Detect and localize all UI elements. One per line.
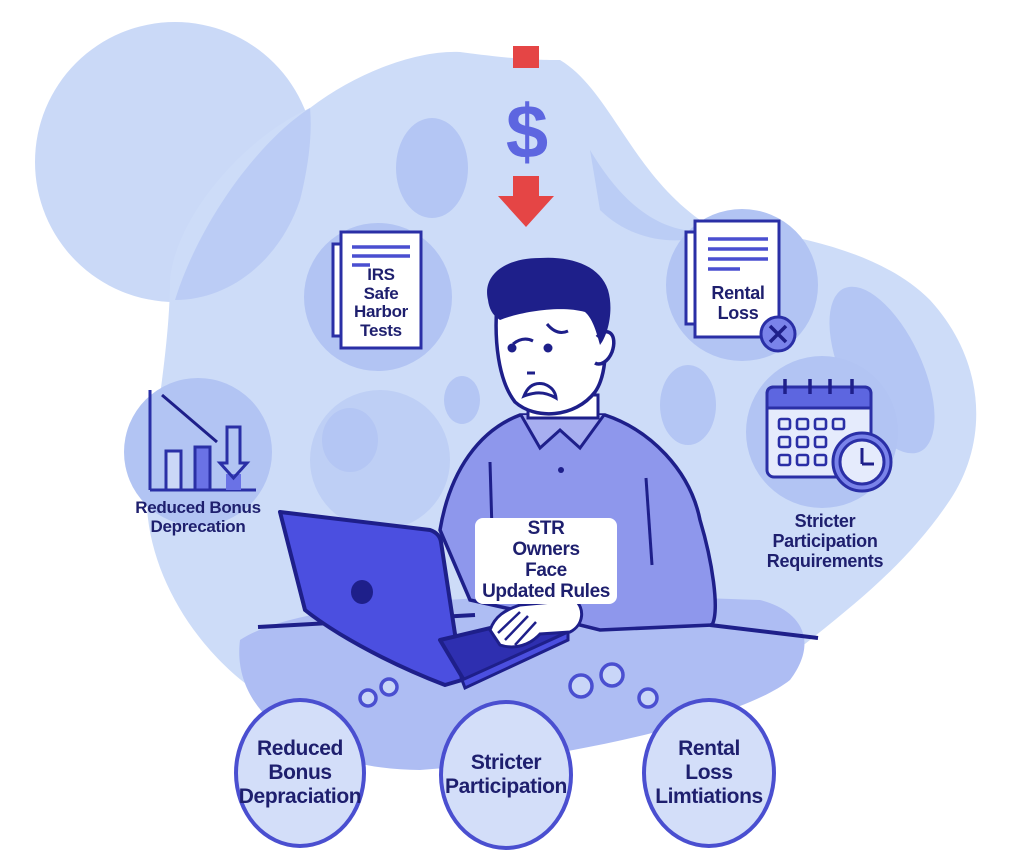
laptop-icon — [278, 510, 570, 691]
stricter-participation-label: Stricter Participation Requirements — [766, 511, 884, 571]
eyebrow-right — [545, 323, 569, 334]
declining-bar-chart-icon — [124, 378, 272, 526]
bubble-stricter-participation: Stricter Participation — [439, 700, 573, 850]
rental-loss-label: Rental Loss — [711, 283, 765, 323]
dollar-down-icon: $ — [498, 46, 554, 227]
irs-safe-harbor-label: IRS Safe Harbor Tests — [354, 265, 408, 341]
bg-spine-shadow — [590, 150, 720, 241]
calendar-clock-icon — [746, 356, 898, 508]
shirt-collar — [519, 414, 606, 451]
shirt-button — [558, 467, 564, 473]
rental-loss-document-icon — [666, 209, 818, 361]
bubble-reduced-bonus: Reduced Bonus Depraciation — [234, 698, 366, 848]
clock-icon — [831, 431, 893, 493]
bg-spot — [444, 376, 480, 424]
bg-overlap-blob — [175, 108, 311, 300]
desk-edge — [709, 623, 819, 640]
eye-left — [507, 343, 517, 353]
hair — [487, 257, 611, 345]
reduced-bonus-label: Reduced Bonus Deprecation — [135, 498, 261, 536]
bubble-rental-loss: Rental Loss Limtiations — [642, 698, 776, 848]
down-arrow-icon — [498, 176, 554, 227]
frown — [521, 382, 558, 401]
eyebrow-left — [512, 337, 534, 346]
eye-right — [543, 343, 553, 353]
bg-spot — [829, 286, 935, 454]
dollar-sign: $ — [506, 90, 548, 175]
bg-spot — [322, 408, 378, 472]
laptop-logo — [351, 580, 373, 604]
bg-spot — [660, 365, 716, 445]
thought-dots — [358, 662, 659, 709]
bg-spot — [396, 118, 468, 218]
headline-card: STR Owners Face Updated Rules — [475, 518, 617, 604]
cancel-x-icon — [759, 315, 797, 353]
irs-document-icon — [304, 223, 452, 371]
red-marker — [513, 46, 539, 68]
